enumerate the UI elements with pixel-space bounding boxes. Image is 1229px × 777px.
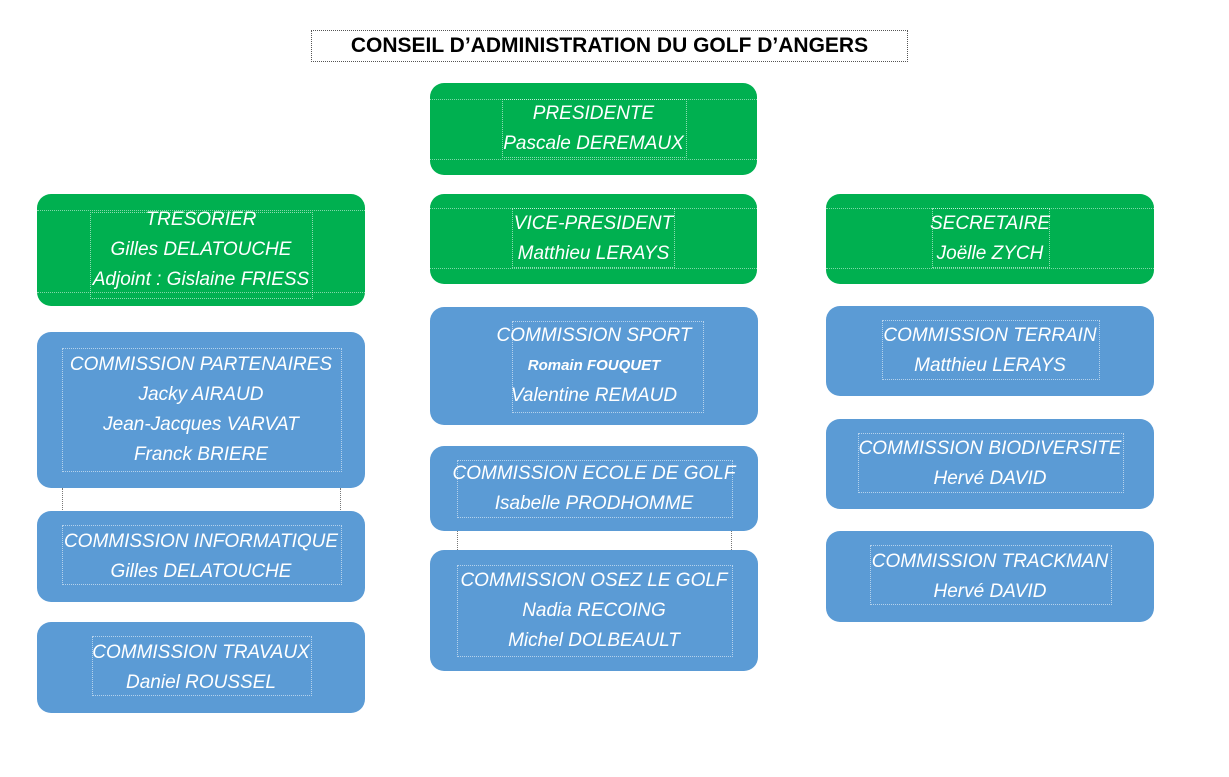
tresorier-role: TRESORIER: [145, 209, 257, 230]
commission-travaux-box: COMMISSION TRAVAUX Daniel ROUSSEL: [37, 622, 365, 713]
commission-informatique-box: COMMISSION INFORMATIQUE Gilles DELATOUCH…: [37, 511, 365, 602]
commission-member: Michel DOLBEAULT: [508, 629, 680, 651]
vice-president-name: Matthieu LERAYS: [517, 243, 670, 264]
commission-ecole-box: COMMISSION ECOLE DE GOLF Isabelle PRODHO…: [430, 446, 758, 531]
commission-title: COMMISSION PARTENAIRES: [69, 354, 333, 375]
commission-title: COMMISSION BIODIVERSITE: [858, 438, 1122, 459]
commission-osez-box: COMMISSION OSEZ LE GOLF Nadia RECOING Mi…: [430, 550, 758, 671]
commission-title: COMMISSION INFORMATIQUE: [63, 530, 339, 552]
commission-member: Franck BRIERE: [133, 444, 269, 465]
commission-trackman-box: COMMISSION TRACKMAN Hervé DAVID: [826, 531, 1154, 622]
commission-member: Isabelle PRODHOMME: [494, 492, 694, 514]
commission-title: COMMISSION TRACKMAN: [871, 550, 1109, 572]
commission-member: Matthieu LERAYS: [914, 355, 1066, 376]
commission-partenaires-box: COMMISSION PARTENAIRES Jacky AIRAUD Jean…: [37, 332, 365, 488]
commission-sport-box: COMMISSION SPORT Romain FOUQUET Valentin…: [430, 307, 758, 425]
commission-title: COMMISSION ECOLE DE GOLF: [452, 462, 736, 484]
tresorier-box: TRESORIER Gilles DELATOUCHE Adjoint : Gi…: [37, 194, 365, 306]
commission-title: COMMISSION OSEZ LE GOLF: [460, 569, 728, 591]
commission-member: Hervé DAVID: [933, 580, 1047, 602]
commission-member: Jacky AIRAUD: [138, 384, 264, 405]
tresorier-adjoint: Adjoint : Gislaine FRIESS: [92, 269, 310, 290]
tresorier-name: Gilles DELATOUCHE: [110, 239, 292, 260]
commission-member: Daniel ROUSSEL: [126, 671, 276, 693]
commission-member: Nadia RECOING: [522, 599, 666, 621]
vice-president-role: VICE-PRESIDENT: [513, 213, 674, 234]
commission-terrain-box: COMMISSION TERRAIN Matthieu LERAYS: [826, 306, 1154, 396]
commission-member: Valentine REMAUD: [510, 385, 678, 406]
secretaire-name: Joëlle ZYCH: [936, 243, 1044, 264]
commission-member: Hervé DAVID: [933, 468, 1047, 489]
commission-member: Gilles DELATOUCHE: [110, 560, 292, 582]
secretaire-box: SECRETAIRE Joëlle ZYCH: [826, 194, 1154, 284]
commission-member: Jean-Jacques VARVAT: [103, 414, 299, 435]
secretaire-role: SECRETAIRE: [929, 213, 1050, 234]
commission-biodiversite-box: COMMISSION BIODIVERSITE Hervé DAVID: [826, 419, 1154, 509]
commission-member: Romain FOUQUET: [527, 357, 661, 374]
commission-title: COMMISSION TRAVAUX: [92, 641, 310, 663]
presidente-role: PRESIDENTE: [532, 103, 655, 124]
vice-president-box: VICE-PRESIDENT Matthieu LERAYS: [430, 194, 757, 284]
commission-title: COMMISSION SPORT: [496, 325, 692, 346]
page-title: CONSEIL D’ADMINISTRATION DU GOLF D’ANGER…: [311, 30, 908, 62]
commission-title: COMMISSION TERRAIN: [883, 325, 1097, 346]
presidente-name: Pascale DEREMAUX: [503, 133, 684, 154]
presidente-box: PRESIDENTE Pascale DEREMAUX: [430, 83, 757, 175]
